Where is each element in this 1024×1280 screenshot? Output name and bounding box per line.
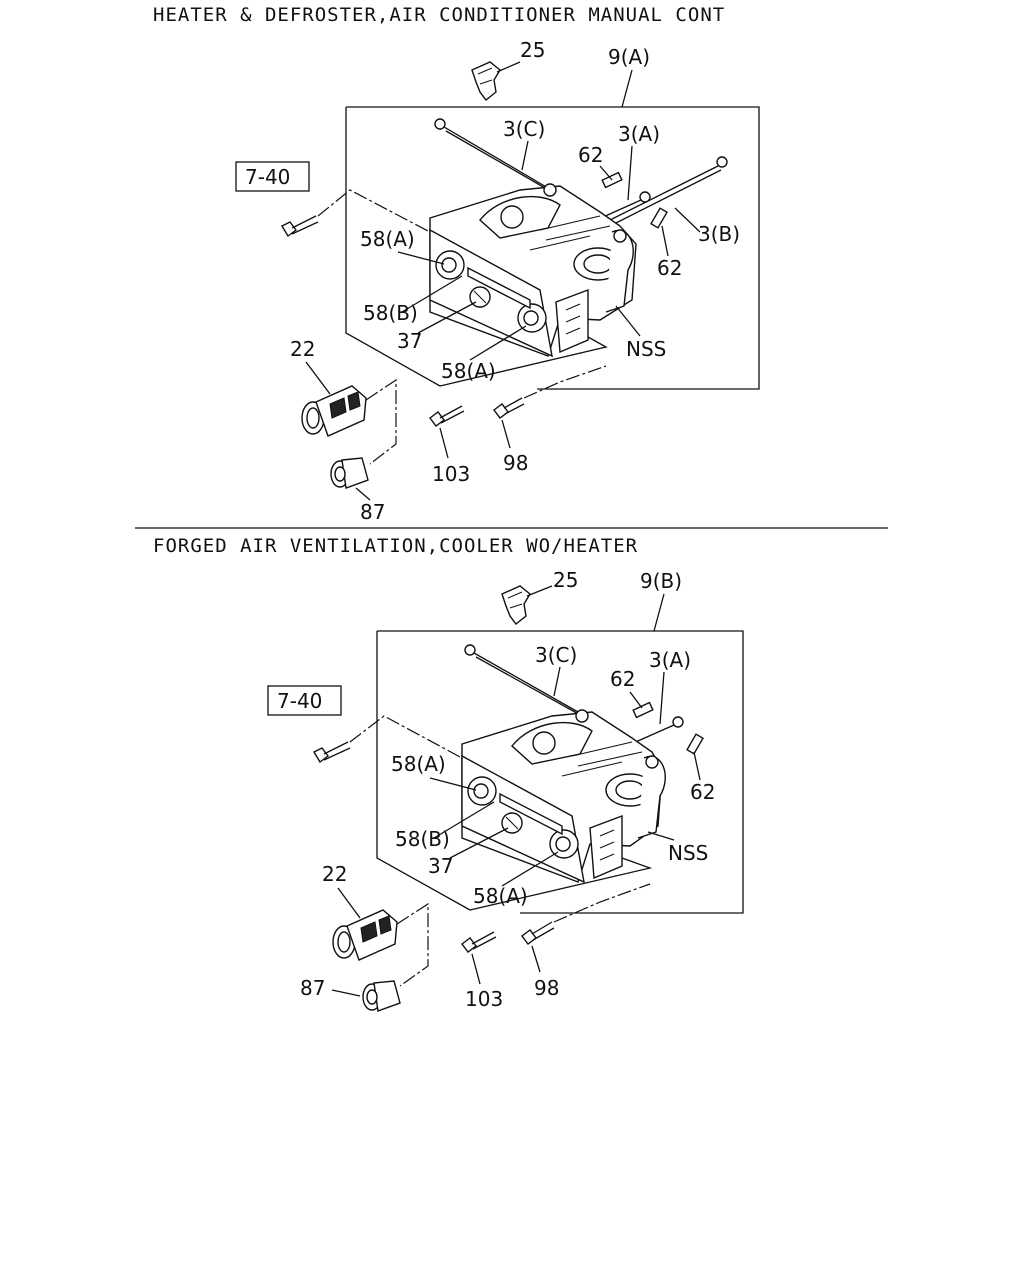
label-25: 25 (520, 38, 545, 62)
label-ref-7-40: 7-40 (245, 165, 290, 189)
assembly-frame (345, 106, 760, 390)
assembly-frame (376, 630, 744, 914)
label-9a: 9(A) (608, 45, 650, 69)
label-58a-upper: 58(A) (360, 227, 415, 251)
screw-103-illustration (461, 931, 497, 953)
label-62-lower: 62 (690, 780, 715, 804)
label-9b: 9(B) (640, 569, 682, 593)
label-58a-lower: 58(A) (473, 884, 528, 908)
reference-box-7-40 (235, 161, 310, 192)
knob-22-illustration (332, 909, 398, 961)
label-25: 25 (553, 568, 578, 592)
label-3a: 3(A) (618, 122, 660, 146)
section-forged-air: FORGED AIR VENTILATION,COOLER WO/HEATER … (153, 535, 744, 1012)
control-cables-illustration (434, 118, 728, 229)
section-title: HEATER & DEFROSTER,AIR CONDITIONER MANUA… (153, 4, 725, 26)
label-98: 98 (503, 451, 528, 475)
label-58a-upper: 58(A) (391, 752, 446, 776)
label-103: 103 (432, 462, 470, 486)
label-58b: 58(B) (363, 301, 418, 325)
screw-103-illustration (429, 405, 465, 427)
section-heater-defroster: HEATER & DEFROSTER,AIR CONDITIONER MANUA… (153, 4, 760, 524)
label-3b: 3(B) (698, 222, 740, 246)
label-98: 98 (534, 976, 559, 1000)
label-ref-7-40: 7-40 (277, 689, 322, 713)
label-22: 22 (322, 862, 347, 886)
label-62-upper: 62 (578, 143, 603, 167)
reference-box-7-40 (267, 685, 342, 716)
section-title: FORGED AIR VENTILATION,COOLER WO/HEATER (153, 535, 638, 557)
label-103: 103 (465, 987, 503, 1011)
bolt-illustration (313, 741, 351, 764)
control-assembly-illustration (461, 709, 666, 884)
label-3c: 3(C) (503, 117, 545, 141)
label-37: 37 (428, 854, 453, 878)
screw-98-illustration (521, 921, 555, 945)
label-nss: NSS (668, 841, 708, 865)
knob-22-illustration (301, 385, 367, 437)
knob-87-illustration (330, 457, 369, 489)
clip-25-illustration (471, 61, 521, 101)
bolt-illustration (281, 215, 319, 238)
label-87: 87 (300, 976, 325, 1000)
label-3c: 3(C) (535, 643, 577, 667)
screw-98-illustration (493, 397, 525, 419)
label-62-lower: 62 (657, 256, 682, 280)
label-3a: 3(A) (649, 648, 691, 672)
label-nss: NSS (626, 337, 666, 361)
knob-87-illustration (362, 980, 401, 1012)
control-assembly-illustration (429, 183, 637, 358)
label-58b: 58(B) (395, 827, 450, 851)
label-22: 22 (290, 337, 315, 361)
control-cables-illustration (464, 644, 704, 755)
clip-25-illustration (501, 585, 553, 625)
label-62-upper: 62 (610, 667, 635, 691)
label-87: 87 (360, 500, 385, 524)
